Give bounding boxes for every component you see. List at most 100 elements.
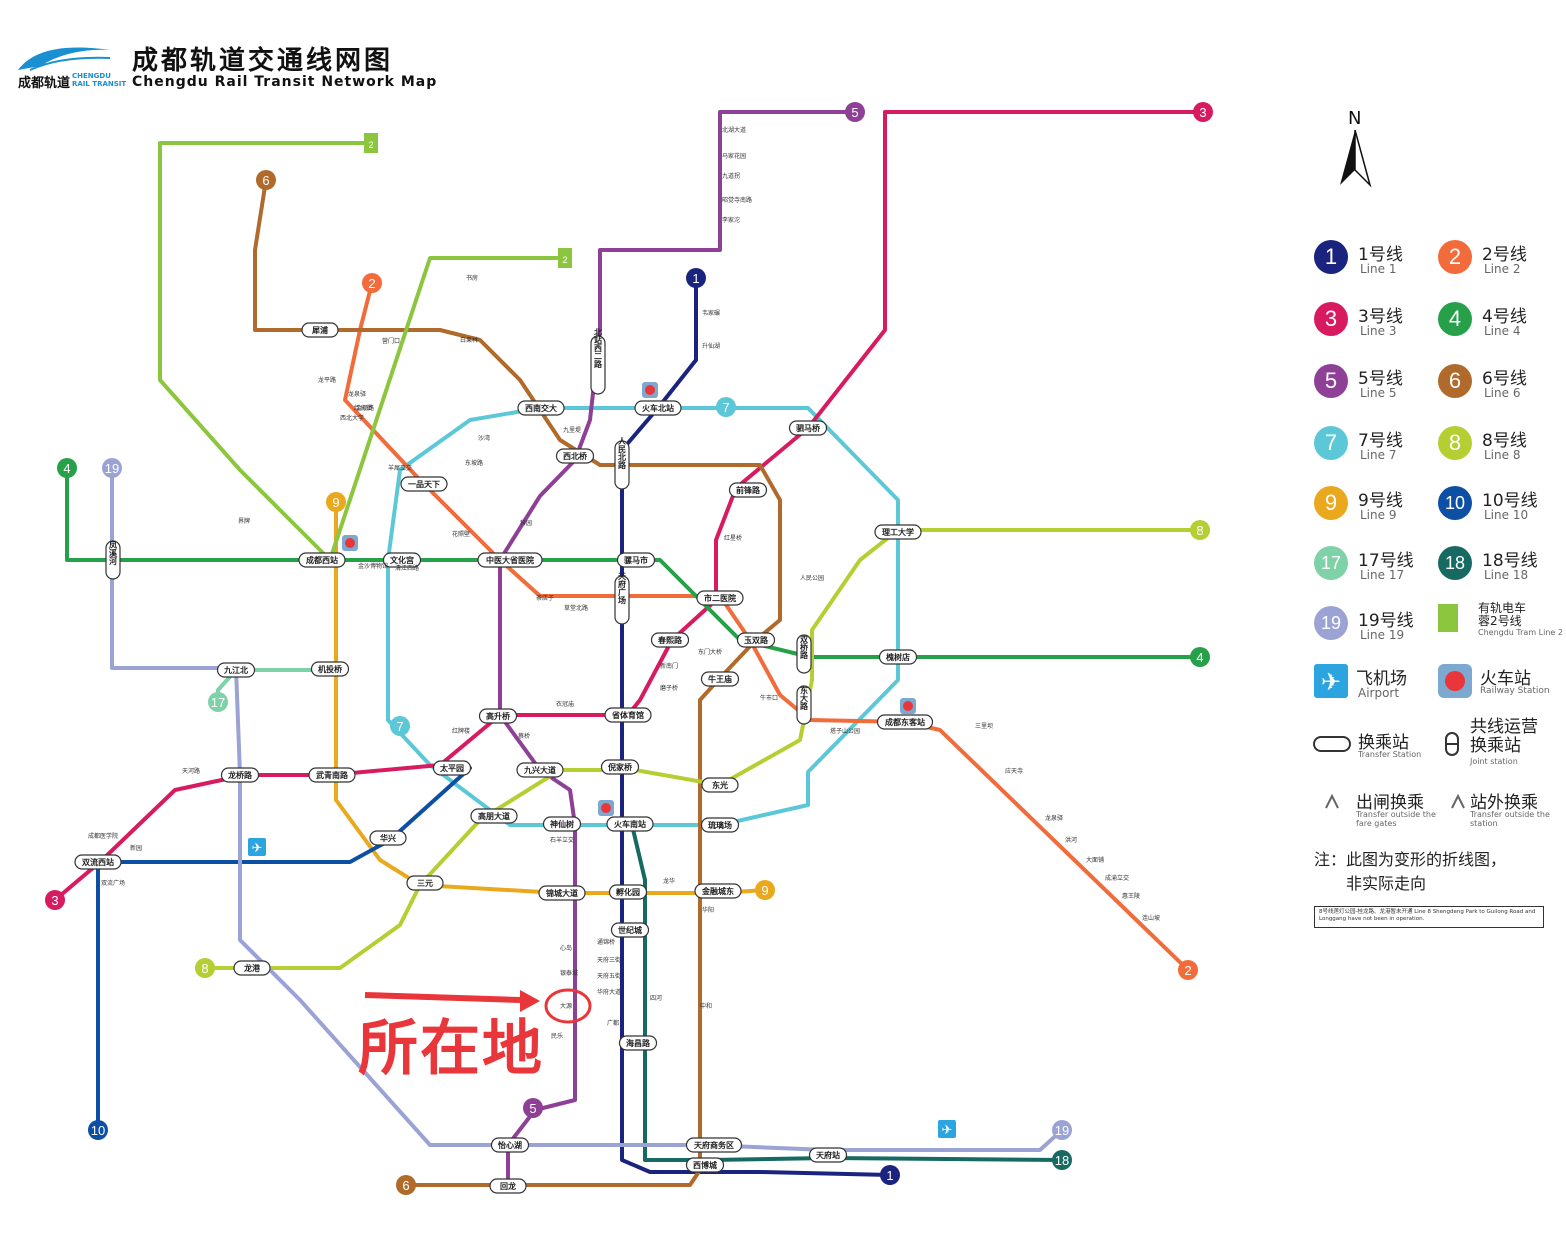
station-label[interactable]: 洪河: [1065, 836, 1077, 844]
transfer-station[interactable]: 三元: [406, 875, 444, 891]
transfer-station[interactable]: 春熙路: [650, 632, 690, 648]
transfer-station[interactable]: 神仙树: [542, 816, 582, 832]
transfer-station[interactable]: 金融城东: [694, 883, 742, 899]
station-label[interactable]: 中和: [700, 1002, 712, 1010]
transfer-station[interactable]: 东光: [701, 777, 739, 793]
station-label[interactable]: 四河: [650, 994, 662, 1002]
station-label[interactable]: 昭觉寺南路: [722, 196, 752, 204]
station-label[interactable]: 应天寺: [1005, 767, 1023, 775]
transfer-station[interactable]: 市二医院: [696, 590, 744, 606]
transfer-station[interactable]: 玉双路: [736, 632, 776, 648]
station-label[interactable]: 羊犀立交: [388, 464, 412, 472]
station-label[interactable]: 界牌: [238, 517, 250, 525]
station-label[interactable]: 银泰城: [560, 969, 578, 977]
station-label[interactable]: 草堂北路: [564, 604, 588, 612]
transfer-station[interactable]: 西博城: [685, 1157, 725, 1173]
station-label[interactable]: 东门大桥: [698, 648, 722, 656]
transfer-station[interactable]: 火车南站: [606, 816, 654, 832]
transfer-station[interactable]: 西北桥: [555, 448, 595, 464]
transfer-station[interactable]: 双流西站: [74, 854, 122, 870]
station-label[interactable]: 牛市口: [760, 694, 778, 702]
transfer-station[interactable]: 世纪城: [610, 922, 650, 938]
transfer-station[interactable]: 天府广场: [614, 572, 630, 625]
station-label[interactable]: 茶店子: [536, 594, 554, 602]
station-label[interactable]: 华府大道: [597, 988, 621, 996]
transfer-station[interactable]: 理工大学: [874, 524, 922, 540]
station-label[interactable]: 新园: [130, 844, 142, 852]
station-label[interactable]: 大面铺: [1086, 856, 1104, 864]
transfer-station[interactable]: 西南交大: [517, 400, 565, 416]
station-label[interactable]: 蔡桥: [518, 732, 530, 740]
transfer-station[interactable]: 人民北路: [614, 436, 630, 490]
station-label[interactable]: 磨子桥: [660, 684, 678, 692]
transfer-station[interactable]: 凤溪河: [105, 540, 121, 580]
transfer-station[interactable]: 骡马市: [616, 552, 656, 568]
transfer-station[interactable]: 海昌路: [618, 1035, 658, 1051]
transfer-station[interactable]: 前锋路: [728, 482, 768, 498]
station-label[interactable]: 广都: [607, 1019, 619, 1027]
transfer-station[interactable]: 中医大省医院: [477, 552, 543, 568]
transfer-station[interactable]: 一品天下: [400, 476, 448, 492]
station-label[interactable]: 双流广场: [101, 879, 125, 887]
station-label[interactable]: 龙泉驿: [348, 390, 366, 398]
transfer-station[interactable]: 成都西站: [298, 552, 346, 568]
transfer-station[interactable]: 北站西二路: [590, 327, 606, 395]
transfer-station[interactable]: 倪家桥: [600, 759, 640, 775]
transfer-station[interactable]: 驷马桥: [788, 420, 828, 436]
transfer-station[interactable]: 火车北站: [634, 400, 682, 416]
transfer-station[interactable]: 太平园: [432, 760, 472, 776]
station-label[interactable]: 书房: [466, 274, 478, 282]
transfer-station[interactable]: 天府商务区: [685, 1137, 743, 1153]
transfer-station[interactable]: 九兴大道: [516, 762, 564, 778]
station-label[interactable]: 东坡路: [465, 459, 483, 467]
transfer-station[interactable]: 孵化园: [608, 884, 648, 900]
transfer-station[interactable]: 文化宫: [382, 552, 422, 568]
station-label[interactable]: 天府五街: [597, 972, 621, 980]
transfer-station[interactable]: 九江北: [216, 662, 256, 678]
transfer-station[interactable]: 省体育馆: [604, 707, 652, 723]
transfer-station[interactable]: 东大路: [796, 685, 812, 725]
station-label[interactable]: 大源: [560, 1002, 572, 1010]
station-label[interactable]: 马家花园: [722, 152, 746, 160]
station-label[interactable]: 红光镇: [354, 404, 372, 412]
station-label[interactable]: 花照壁: [452, 530, 470, 538]
transfer-station[interactable]: 槐树店: [878, 649, 918, 665]
transfer-station[interactable]: 双桥路: [796, 634, 812, 674]
station-label[interactable]: 连山坡: [1142, 914, 1160, 922]
station-label[interactable]: 塔子山公园: [830, 727, 860, 735]
transfer-station[interactable]: 牛王庙: [700, 671, 740, 687]
transfer-station[interactable]: 高升桥: [478, 708, 518, 724]
station-label[interactable]: 金沙博物馆: [358, 562, 388, 570]
transfer-station[interactable]: 琉璃场: [700, 817, 740, 833]
station-label[interactable]: 天府三街: [597, 956, 621, 964]
transfer-station[interactable]: 犀浦: [301, 322, 339, 338]
station-label[interactable]: 沙湾: [478, 434, 490, 442]
station-label[interactable]: 营门口: [382, 337, 400, 345]
station-label[interactable]: 白果林: [460, 336, 478, 344]
transfer-station[interactable]: 高朋大道: [470, 808, 518, 824]
transfer-station[interactable]: 龙桥路: [220, 767, 260, 783]
station-label[interactable]: 科园: [520, 519, 532, 527]
station-label[interactable]: 心岛: [560, 944, 572, 952]
station-label[interactable]: 龙平路: [318, 376, 336, 384]
station-label[interactable]: 金周路: [356, 404, 374, 412]
station-label[interactable]: 红星桥: [724, 534, 742, 542]
station-label[interactable]: 北湖大道: [722, 126, 746, 134]
transfer-station[interactable]: 锦城大道: [538, 885, 586, 901]
station-label[interactable]: 升仙湖: [702, 342, 720, 350]
station-label[interactable]: 韦家碾: [702, 309, 720, 317]
station-label[interactable]: 天河路: [182, 767, 200, 775]
transfer-station[interactable]: 天府站: [808, 1147, 848, 1163]
transfer-station[interactable]: 龙港: [233, 960, 271, 976]
station-label[interactable]: 通锦桥: [597, 938, 615, 946]
station-label[interactable]: 成都医学院: [88, 832, 118, 840]
station-label[interactable]: 李家沱: [722, 216, 740, 224]
transfer-station[interactable]: 武青南路: [308, 767, 356, 783]
station-label[interactable]: 西北大学: [340, 414, 364, 422]
station-label[interactable]: 成渝立交: [1105, 874, 1129, 882]
station-label[interactable]: 三里坝: [975, 722, 993, 730]
transfer-station[interactable]: 怡心湖: [490, 1137, 530, 1153]
station-label[interactable]: 龙华: [663, 877, 675, 885]
station-label[interactable]: 清江西路: [395, 564, 419, 572]
transfer-station[interactable]: 华兴: [369, 830, 407, 846]
